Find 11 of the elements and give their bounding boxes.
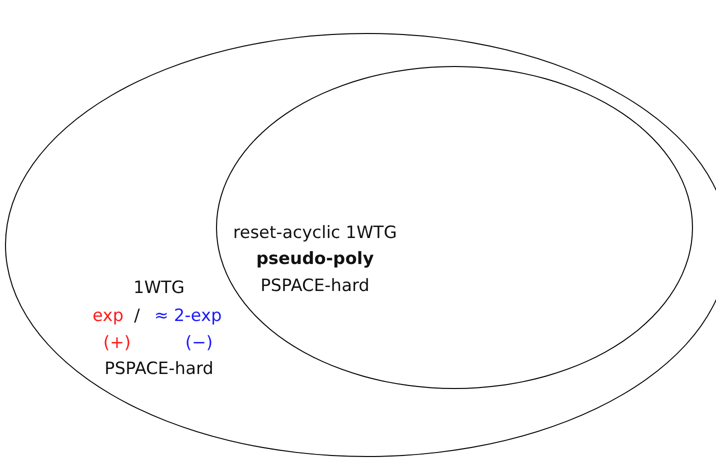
hardness-label: PSPACE-hard — [260, 276, 370, 296]
sign-label: (−) — [185, 332, 213, 354]
hardness-label: PSPACE-hard — [104, 358, 214, 380]
category-label: reset-acyclic 1WTG — [233, 222, 397, 244]
sign-label: (+) — [103, 332, 131, 354]
complexity-label: exp — [92, 306, 124, 326]
separator-label: / — [134, 306, 140, 326]
complexity-label: pseudo-poly — [256, 248, 374, 270]
outer-ellipse — [5, 33, 716, 457]
complexity-label: ≈ 2-exp — [154, 306, 222, 326]
category-label: 1WTG — [133, 278, 185, 298]
